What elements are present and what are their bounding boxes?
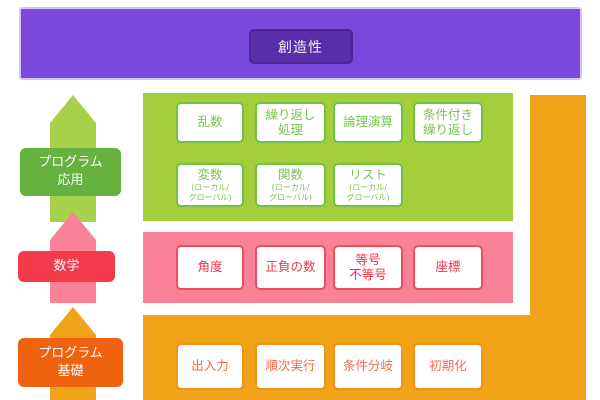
concept-label: 条件付き 繰り返し <box>422 107 473 137</box>
concept-label: 変数 <box>197 166 223 182</box>
concept-box-branching: 条件分岐 <box>333 343 403 390</box>
creativity-label-box: 創造性 <box>248 29 353 64</box>
basics-level-label: プログラム 基礎 <box>18 338 123 387</box>
concept-box-coordinates: 座標 <box>413 245 483 290</box>
concept-label: 出入力 <box>191 358 229 374</box>
concept-label: 繰り返し 処理 <box>265 107 316 137</box>
concept-box-conditional-loop: 条件付き 繰り返し <box>413 102 483 143</box>
concept-label: 等号 不等号 <box>349 252 387 282</box>
concept-box-equality: 等号 不等号 <box>333 245 403 290</box>
concept-label: 正負の数 <box>265 259 316 275</box>
concept-box-logic: 論理演算 <box>333 102 403 143</box>
creativity-banner: 創造性 <box>19 7 582 80</box>
concept-label: 角度 <box>197 259 223 275</box>
advanced-band: 乱数 繰り返し 処理 論理演算 条件付き 繰り返し 変数 (ローカル/ グローバ… <box>143 93 513 221</box>
concept-box-io: 出入力 <box>176 343 244 390</box>
concept-box-initialization: 初期化 <box>413 343 483 390</box>
concept-box-signed-numbers: 正負の数 <box>255 245 326 290</box>
basics-band: 出入力 順次実行 条件分岐 初期化 <box>143 315 586 400</box>
concept-label: 条件分岐 <box>342 358 393 374</box>
concept-label: 関数 <box>277 166 303 182</box>
concept-label: 論理演算 <box>342 114 393 130</box>
concept-box-random: 乱数 <box>176 102 244 143</box>
concept-label: 乱数 <box>197 114 223 130</box>
concept-label: 初期化 <box>429 358 467 374</box>
concept-box-lists: リスト (ローカル/ グローバル) <box>333 163 403 207</box>
concept-sublabel: (ローカル/ グローバル) <box>346 183 390 202</box>
math-level-label: 数学 <box>18 251 115 282</box>
concept-sublabel: (ローカル/ グローバル) <box>268 183 313 202</box>
concept-box-angle: 角度 <box>176 245 244 290</box>
concept-label: 順次実行 <box>265 358 316 374</box>
concept-box-loop: 繰り返し 処理 <box>255 102 326 143</box>
concept-box-functions: 関数 (ローカル/ グローバル) <box>255 163 326 207</box>
concept-label: 座標 <box>435 259 461 275</box>
math-band: 角度 正負の数 等号 不等号 座標 <box>143 232 513 303</box>
concept-sublabel: (ローカル/ グローバル) <box>188 183 232 202</box>
creativity-label: 創造性 <box>278 39 323 56</box>
concept-label: リスト <box>349 166 387 182</box>
advanced-level-label: プログラム 応用 <box>20 148 121 196</box>
concept-box-variables: 変数 (ローカル/ グローバル) <box>176 163 244 207</box>
concept-box-sequence: 順次実行 <box>255 343 326 390</box>
